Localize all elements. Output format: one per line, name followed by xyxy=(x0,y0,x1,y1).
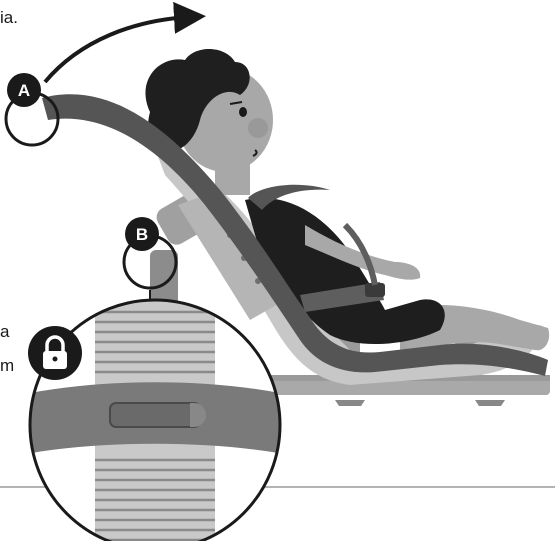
callout-label-b: B xyxy=(136,225,148,244)
callout-label-a: A xyxy=(18,81,30,100)
padlock-icon xyxy=(28,326,82,380)
